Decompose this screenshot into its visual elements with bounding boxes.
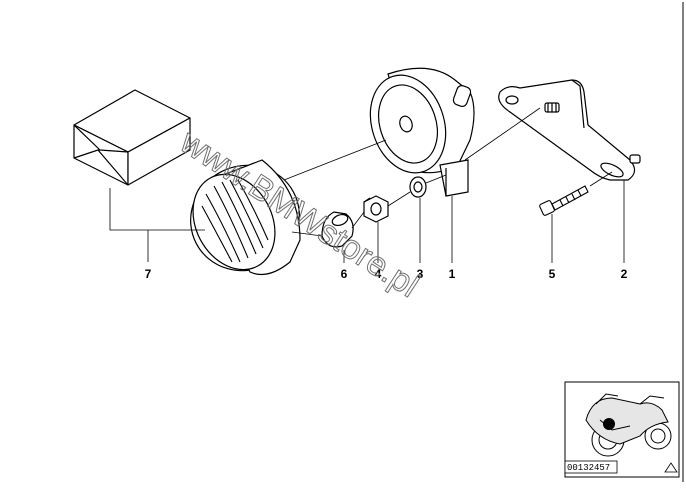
bracket <box>498 79 641 181</box>
part-number: 00132457 <box>567 463 610 473</box>
washer <box>409 176 427 198</box>
callout-4: 4 <box>375 267 382 281</box>
hex-nut <box>363 195 389 223</box>
callout-3: 3 <box>417 267 424 281</box>
motorcycle-silhouette-icon <box>585 393 672 457</box>
location-marker <box>603 418 615 430</box>
triangle-icon <box>664 462 678 473</box>
location-thumbnail: 00132457 <box>564 381 680 478</box>
part-number-box <box>564 460 618 474</box>
horn <box>369 67 475 197</box>
callout-7: 7 <box>145 267 152 281</box>
grille-kit-box <box>73 89 191 186</box>
bolt <box>539 185 589 216</box>
callout-6: 6 <box>341 267 348 281</box>
callout-2: 2 <box>621 267 628 281</box>
cap-nut <box>321 211 354 248</box>
leader-lines <box>109 180 625 263</box>
horn-grille <box>190 159 301 275</box>
callout-5: 5 <box>549 267 556 281</box>
assembly-lines <box>283 107 613 237</box>
callout-1: 1 <box>449 267 456 281</box>
